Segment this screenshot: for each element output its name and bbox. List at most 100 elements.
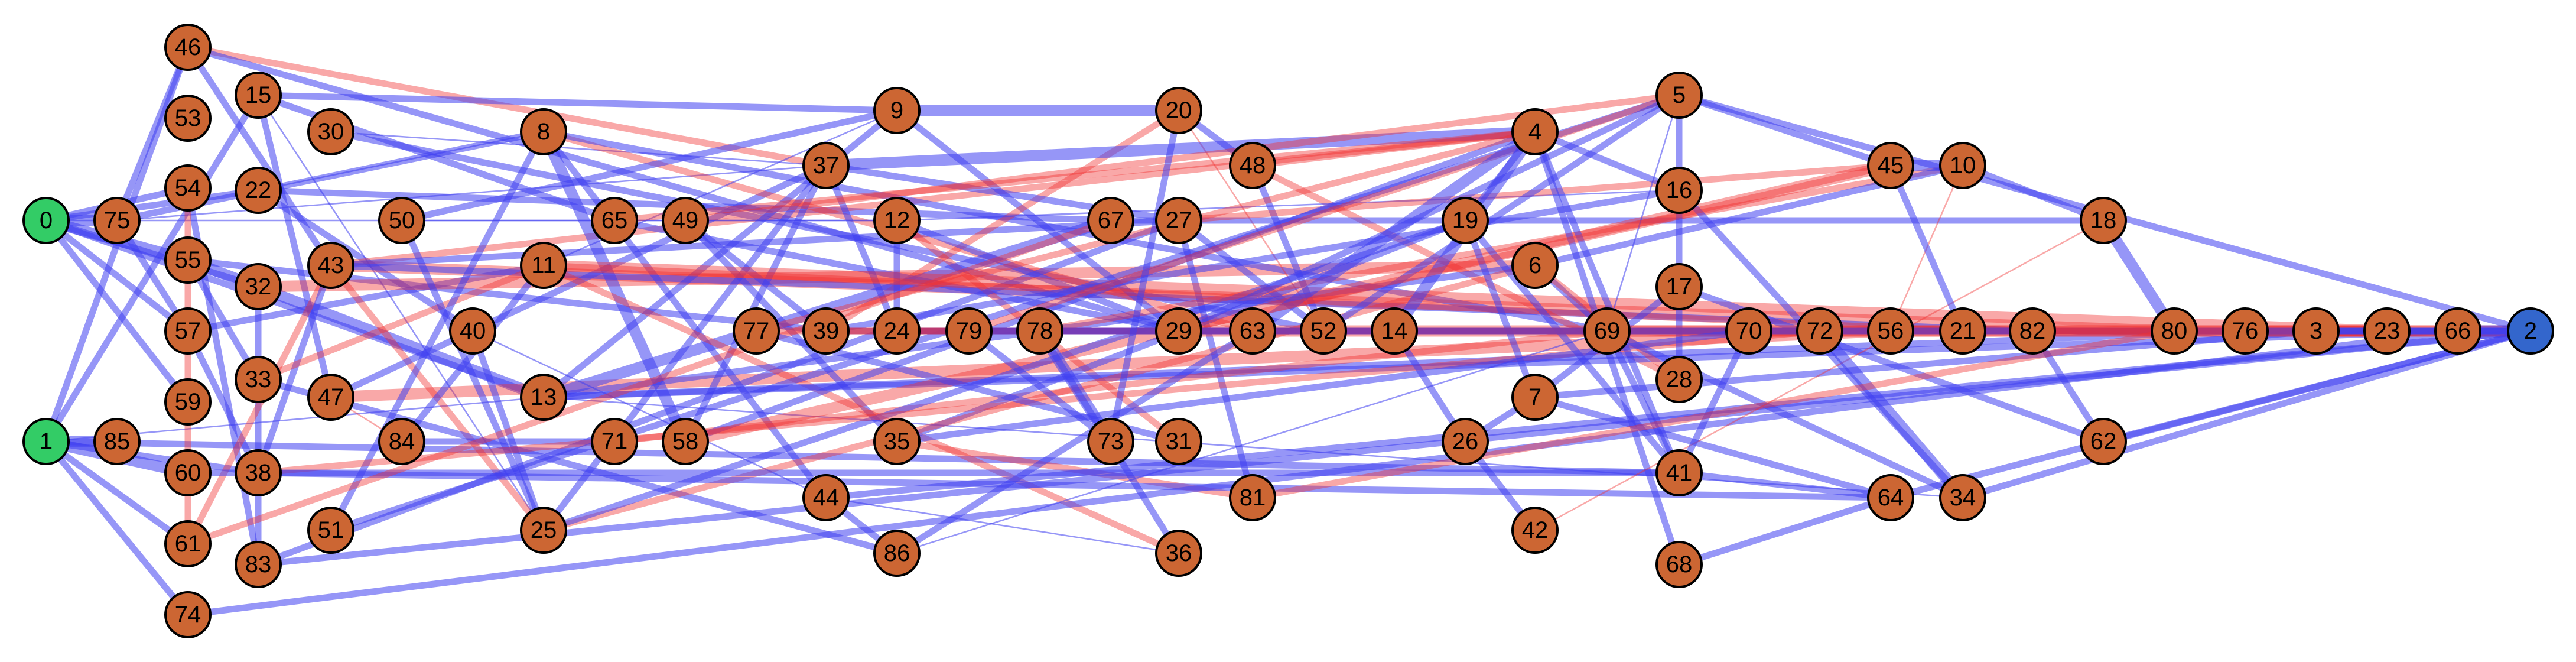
node-circle: [873, 87, 921, 134]
node-label: 74: [175, 602, 201, 628]
node-37: 37: [802, 142, 850, 189]
node-label: 57: [175, 318, 201, 344]
node-7: 7: [1511, 374, 1559, 421]
edge-63-4: [1249, 127, 1539, 336]
node-18: 18: [2080, 197, 2127, 244]
node-circle: [22, 197, 70, 244]
edge-0-59: [43, 218, 191, 404]
node-label: 81: [1240, 485, 1266, 511]
edge-72-34: [1815, 327, 1967, 502]
edge-43-38: [255, 264, 334, 474]
node-label: 26: [1452, 429, 1479, 455]
node-circle: [164, 449, 212, 496]
node-circle: [1087, 197, 1134, 244]
node-circle: [2434, 307, 2481, 355]
edge-9-29: [895, 108, 1181, 334]
node-label: 56: [1878, 318, 1904, 344]
node-28: 28: [1655, 356, 1703, 403]
edge-25-6: [542, 262, 1536, 534]
node-2: 2: [2507, 307, 2554, 355]
node-label: 7: [1528, 384, 1541, 410]
node-29: 29: [1155, 307, 1202, 355]
node-circle: [307, 507, 354, 554]
edge-47-37: [329, 163, 828, 400]
node-3: 3: [2292, 307, 2340, 355]
node-label: 67: [1098, 207, 1124, 233]
node-33: 33: [235, 356, 282, 403]
node-label: 12: [884, 207, 910, 233]
node-39: 39: [802, 307, 850, 355]
node-42: 42: [1511, 507, 1559, 554]
node-label: 34: [1950, 485, 1976, 511]
node-8: 8: [520, 108, 567, 155]
node-circle: [449, 307, 496, 355]
edge-27-52: [1176, 218, 1326, 334]
node-circle: [164, 236, 212, 284]
node-66: 66: [2434, 307, 2481, 355]
node-label: 17: [1666, 274, 1693, 300]
node-label: 46: [175, 34, 201, 60]
node-circle: [164, 95, 212, 142]
edge-41-64: [1679, 469, 1891, 501]
edge-75-37: [116, 164, 827, 222]
node-label: 11: [531, 252, 556, 278]
node-circle: [1300, 307, 1347, 355]
node-circle: [802, 142, 850, 189]
node-circle: [2363, 307, 2411, 355]
edge-11-23: [543, 259, 2388, 337]
node-circle: [1655, 449, 1703, 496]
node-48: 48: [1229, 142, 1276, 189]
node-label: 70: [1736, 318, 1762, 344]
node-circle: [520, 242, 567, 289]
edge-68-64: [1678, 494, 1892, 568]
node-circle: [1442, 418, 1489, 465]
node-70: 70: [1725, 307, 1772, 355]
edge-12-16: [896, 189, 1680, 222]
node-74: 74: [164, 591, 212, 638]
node-circle: [307, 108, 354, 155]
node-62: 62: [2080, 418, 2127, 465]
node-circle: [1229, 307, 1276, 355]
node-38: 38: [235, 449, 282, 496]
node-circle: [662, 418, 709, 465]
edge-1-38: [45, 438, 259, 476]
node-1: 1: [22, 418, 70, 465]
node-27: 27: [1155, 197, 1202, 244]
node-label: 76: [2232, 318, 2259, 344]
node-label: 65: [601, 207, 628, 233]
node-label: 25: [531, 517, 557, 543]
node-circle: [1796, 307, 1843, 355]
node-label: 29: [1166, 318, 1192, 344]
node-circle: [307, 242, 354, 289]
node-label: 3: [2310, 318, 2323, 344]
edge-55-39: [187, 257, 827, 335]
node-circle: [873, 197, 921, 244]
node-label: 9: [890, 98, 903, 124]
node-label: 24: [884, 318, 910, 344]
node-label: 10: [1950, 152, 1976, 179]
node-83: 83: [235, 541, 282, 588]
node-82: 82: [2009, 307, 2056, 355]
node-label: 79: [956, 318, 983, 344]
node-circle: [1016, 307, 1063, 355]
edge-46-37: [187, 44, 827, 169]
node-label: 1: [40, 429, 53, 455]
node-label: 4: [1528, 119, 1541, 145]
node-23: 23: [2363, 307, 2411, 355]
edge-33-86: [257, 376, 898, 557]
edge-1-15: [43, 93, 261, 443]
node-20: 20: [1155, 87, 1202, 134]
node-86: 86: [873, 530, 921, 577]
node-label: 27: [1166, 207, 1192, 233]
edge-86-69: [896, 330, 1608, 554]
node-circle: [1155, 418, 1202, 465]
edge-45-21: [1887, 164, 1966, 333]
node-circle: [1087, 418, 1134, 465]
node-label: 33: [245, 366, 272, 392]
edge-48-4: [1252, 128, 1536, 169]
node-circle: [235, 72, 282, 119]
edge-1-74: [43, 439, 191, 617]
node-circle: [1583, 307, 1631, 355]
edge-49-5: [685, 92, 1680, 224]
node-30: 30: [307, 108, 354, 155]
